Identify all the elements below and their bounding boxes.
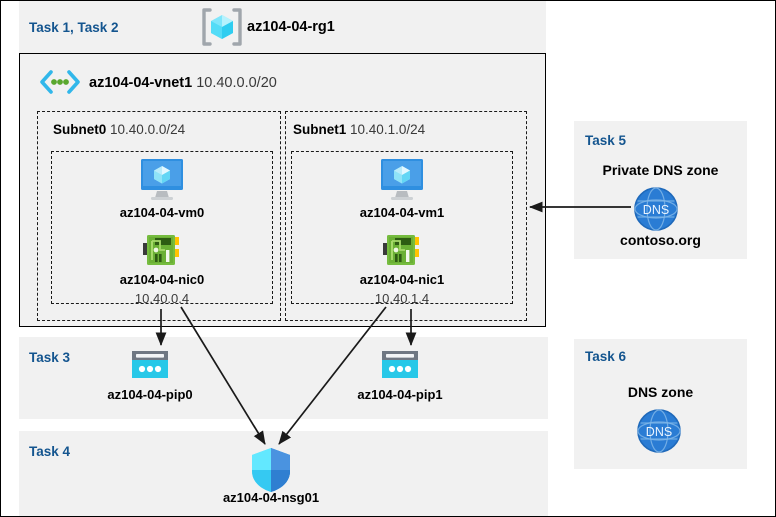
- nic1-ip: 10.40.1.4: [374, 291, 430, 306]
- resource-group-icon: [200, 7, 244, 47]
- task1-2-label: Task 1, Task 2: [29, 20, 119, 35]
- task3-band: [19, 337, 548, 419]
- task5-title: Private DNS zone: [602, 162, 719, 178]
- network-security-group-icon: [250, 447, 292, 493]
- subnet0-inner-box: [51, 151, 273, 304]
- task3-label: Task 3: [29, 350, 71, 365]
- subnet1-name: Subnet1: [293, 122, 347, 137]
- dns-zone-icon: DNS: [636, 408, 682, 454]
- pip1-label: az104-04-pip1: [357, 387, 443, 402]
- dns-zone-icon: DNS: [633, 186, 679, 232]
- nic0-ip: 10.40.0.4: [134, 291, 190, 306]
- task5-zone-name: contoso.org: [620, 232, 701, 248]
- vm0-label: az104-04-vm0: [119, 205, 205, 220]
- public-ip-address-icon: [131, 350, 169, 382]
- task1-2-band: [19, 1, 546, 53]
- svg-text:DNS: DNS: [643, 203, 669, 217]
- public-ip-address-icon: [381, 350, 419, 382]
- task5-label: Task 5: [585, 133, 627, 148]
- vnet-container: [19, 53, 546, 327]
- task6-label: Task 6: [585, 349, 627, 364]
- virtual-machine-icon: [378, 157, 426, 201]
- virtual-machine-icon: [138, 157, 186, 201]
- task6-title: DNS zone: [627, 384, 694, 400]
- subnet0-cidr: 10.40.0.0/24: [110, 122, 186, 137]
- subnet1-header: Subnet1 10.40.1.0/24: [293, 122, 425, 137]
- vnet-name: az104-04-vnet1: [89, 75, 193, 91]
- nic0-label: az104-04-nic0: [119, 272, 205, 287]
- vm1-label: az104-04-vm1: [359, 205, 445, 220]
- nsg-label: az104-04-nsg01: [222, 490, 320, 505]
- svg-text:DNS: DNS: [646, 425, 672, 439]
- task4-label: Task 4: [29, 444, 71, 459]
- subnet1-container: [285, 111, 527, 321]
- vnet-address-space: 10.40.0.0/20: [196, 75, 277, 91]
- subnet0-container: [37, 111, 281, 321]
- nic1-label: az104-04-nic1: [359, 272, 445, 287]
- network-interface-icon: [143, 233, 181, 269]
- virtual-network-icon: [37, 68, 83, 96]
- subnet0-name: Subnet0: [53, 122, 107, 137]
- resource-group-name: az104-04-rg1: [247, 19, 335, 35]
- vnet-header: az104-04-vnet1 10.40.0.0/20: [89, 75, 277, 91]
- network-interface-icon: [383, 233, 421, 269]
- subnet1-inner-box: [291, 151, 513, 304]
- subnet0-header: Subnet0 10.40.0.0/24: [53, 122, 185, 137]
- subnet1-cidr: 10.40.1.0/24: [350, 122, 426, 137]
- pip0-label: az104-04-pip0: [107, 387, 193, 402]
